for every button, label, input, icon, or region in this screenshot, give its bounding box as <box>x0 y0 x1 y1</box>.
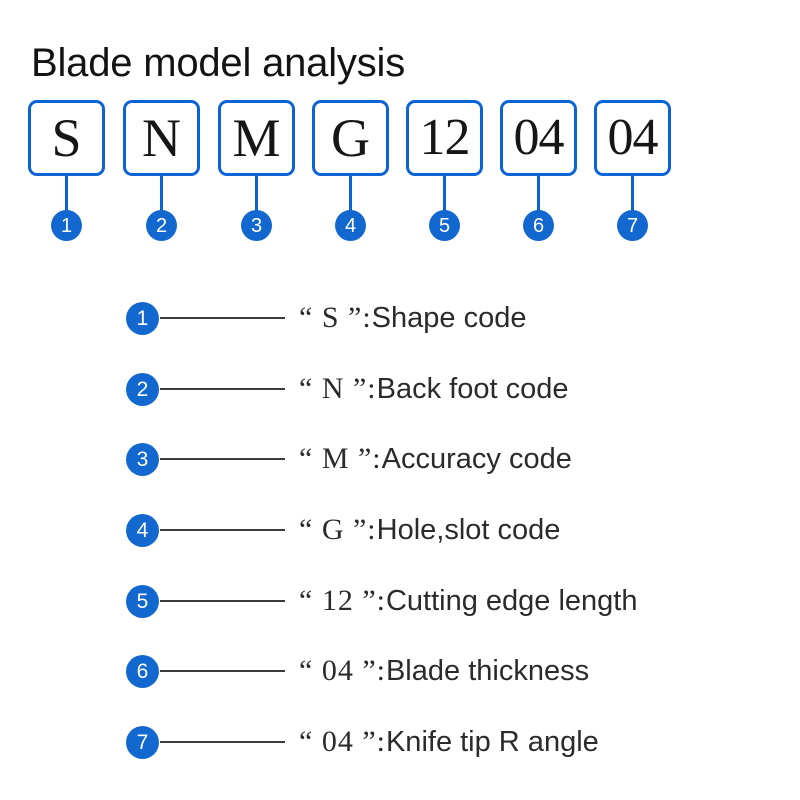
code-box-4[interactable]: G <box>312 100 389 176</box>
legend-description-2: Back foot code <box>376 373 569 405</box>
legend-marker-circle-7[interactable]: 7 <box>126 725 159 759</box>
legend-text-3: “ M ”:Accuracy code <box>299 442 572 476</box>
code-connector-line-4 <box>349 176 352 212</box>
legend-leader-line-7 <box>160 741 285 743</box>
legend-marker-circle-6[interactable]: 6 <box>126 654 159 688</box>
legend-row-1: 1 “ S ”:Shape code <box>126 300 526 336</box>
code-box-value: M <box>232 108 281 168</box>
code-box-6[interactable]: 04 <box>500 100 577 176</box>
legend-marker-circle-2[interactable]: 2 <box>126 372 159 406</box>
legend-row-7: 7 “ 04 ”:Knife tip R angle <box>126 724 599 760</box>
code-box-2[interactable]: N <box>123 100 200 176</box>
code-connector-line-6 <box>537 176 540 212</box>
legend-marker-circle-4[interactable]: 4 <box>126 513 159 547</box>
code-marker-circle-1[interactable]: 1 <box>51 210 82 241</box>
code-marker-circle-5[interactable]: 5 <box>429 210 460 241</box>
legend-leader-line-1 <box>160 317 285 319</box>
code-box-value: G <box>331 108 370 168</box>
legend-row-3: 3 “ M ”:Accuracy code <box>126 441 572 477</box>
code-box-value: N <box>142 108 181 168</box>
legend-marker-circle-5[interactable]: 5 <box>126 584 159 618</box>
code-marker-circle-6[interactable]: 6 <box>523 210 554 241</box>
legend-description-7: Knife tip R angle <box>385 726 599 758</box>
page-title: Blade model analysis <box>31 41 405 85</box>
legend-row-2: 2 “ N ”:Back foot code <box>126 371 568 407</box>
code-marker-circle-2[interactable]: 2 <box>146 210 177 241</box>
code-cell-7: 04 7 <box>594 100 671 250</box>
legend-text-4: “ G ”:Hole,slot code <box>299 513 560 547</box>
legend-code-2: “ N ”: <box>299 372 377 405</box>
legend-text-7: “ 04 ”:Knife tip R angle <box>299 725 599 759</box>
legend-code-1: “ S ”: <box>299 301 372 334</box>
legend-text-1: “ S ”:Shape code <box>299 301 526 335</box>
legend-code-3: “ M ”: <box>299 442 382 475</box>
legend-text-5: “ 12 ”:Cutting edge length <box>299 584 638 618</box>
code-box-value: 12 <box>419 109 471 166</box>
legend-row-4: 4 “ G ”:Hole,slot code <box>126 512 560 548</box>
code-connector-line-5 <box>443 176 446 212</box>
legend-leader-line-5 <box>160 600 285 602</box>
legend-description-5: Cutting edge length <box>385 585 638 617</box>
legend-leader-line-6 <box>160 670 285 672</box>
code-box-3[interactable]: M <box>218 100 295 176</box>
legend-code-5: “ 12 ”: <box>299 584 386 617</box>
code-connector-line-1 <box>65 176 68 212</box>
code-box-value: S <box>51 108 82 168</box>
code-connector-line-7 <box>631 176 634 212</box>
legend-description-1: Shape code <box>371 302 527 334</box>
legend-description-6: Blade thickness <box>385 655 590 687</box>
code-connector-line-3 <box>255 176 258 212</box>
code-box-value: 04 <box>513 109 565 166</box>
legend-code-4: “ G ”: <box>299 513 377 546</box>
legend-description-3: Accuracy code <box>381 443 572 475</box>
code-box-7[interactable]: 04 <box>594 100 671 176</box>
code-cell-5: 12 5 <box>406 100 483 250</box>
legend-leader-line-4 <box>160 529 285 531</box>
code-marker-circle-3[interactable]: 3 <box>241 210 272 241</box>
legend-leader-line-2 <box>160 388 285 390</box>
code-box-value: 04 <box>607 109 659 166</box>
legend-description-4: Hole,slot code <box>376 514 561 546</box>
legend-row-5: 5 “ 12 ”:Cutting edge length <box>126 583 638 619</box>
legend-row-6: 6 “ 04 ”:Blade thickness <box>126 653 589 689</box>
legend-leader-line-3 <box>160 458 285 460</box>
code-cell-6: 04 6 <box>500 100 577 250</box>
legend-marker-circle-3[interactable]: 3 <box>126 442 159 476</box>
code-marker-circle-4[interactable]: 4 <box>335 210 366 241</box>
code-box-1[interactable]: S <box>28 100 105 176</box>
code-marker-circle-7[interactable]: 7 <box>617 210 648 241</box>
legend-text-6: “ 04 ”:Blade thickness <box>299 654 589 688</box>
legend-marker-circle-1[interactable]: 1 <box>126 301 159 335</box>
code-connector-line-2 <box>160 176 163 212</box>
legend-text-2: “ N ”:Back foot code <box>299 372 568 406</box>
legend-code-6: “ 04 ”: <box>299 654 386 687</box>
legend-code-7: “ 04 ”: <box>299 725 386 758</box>
code-box-5[interactable]: 12 <box>406 100 483 176</box>
